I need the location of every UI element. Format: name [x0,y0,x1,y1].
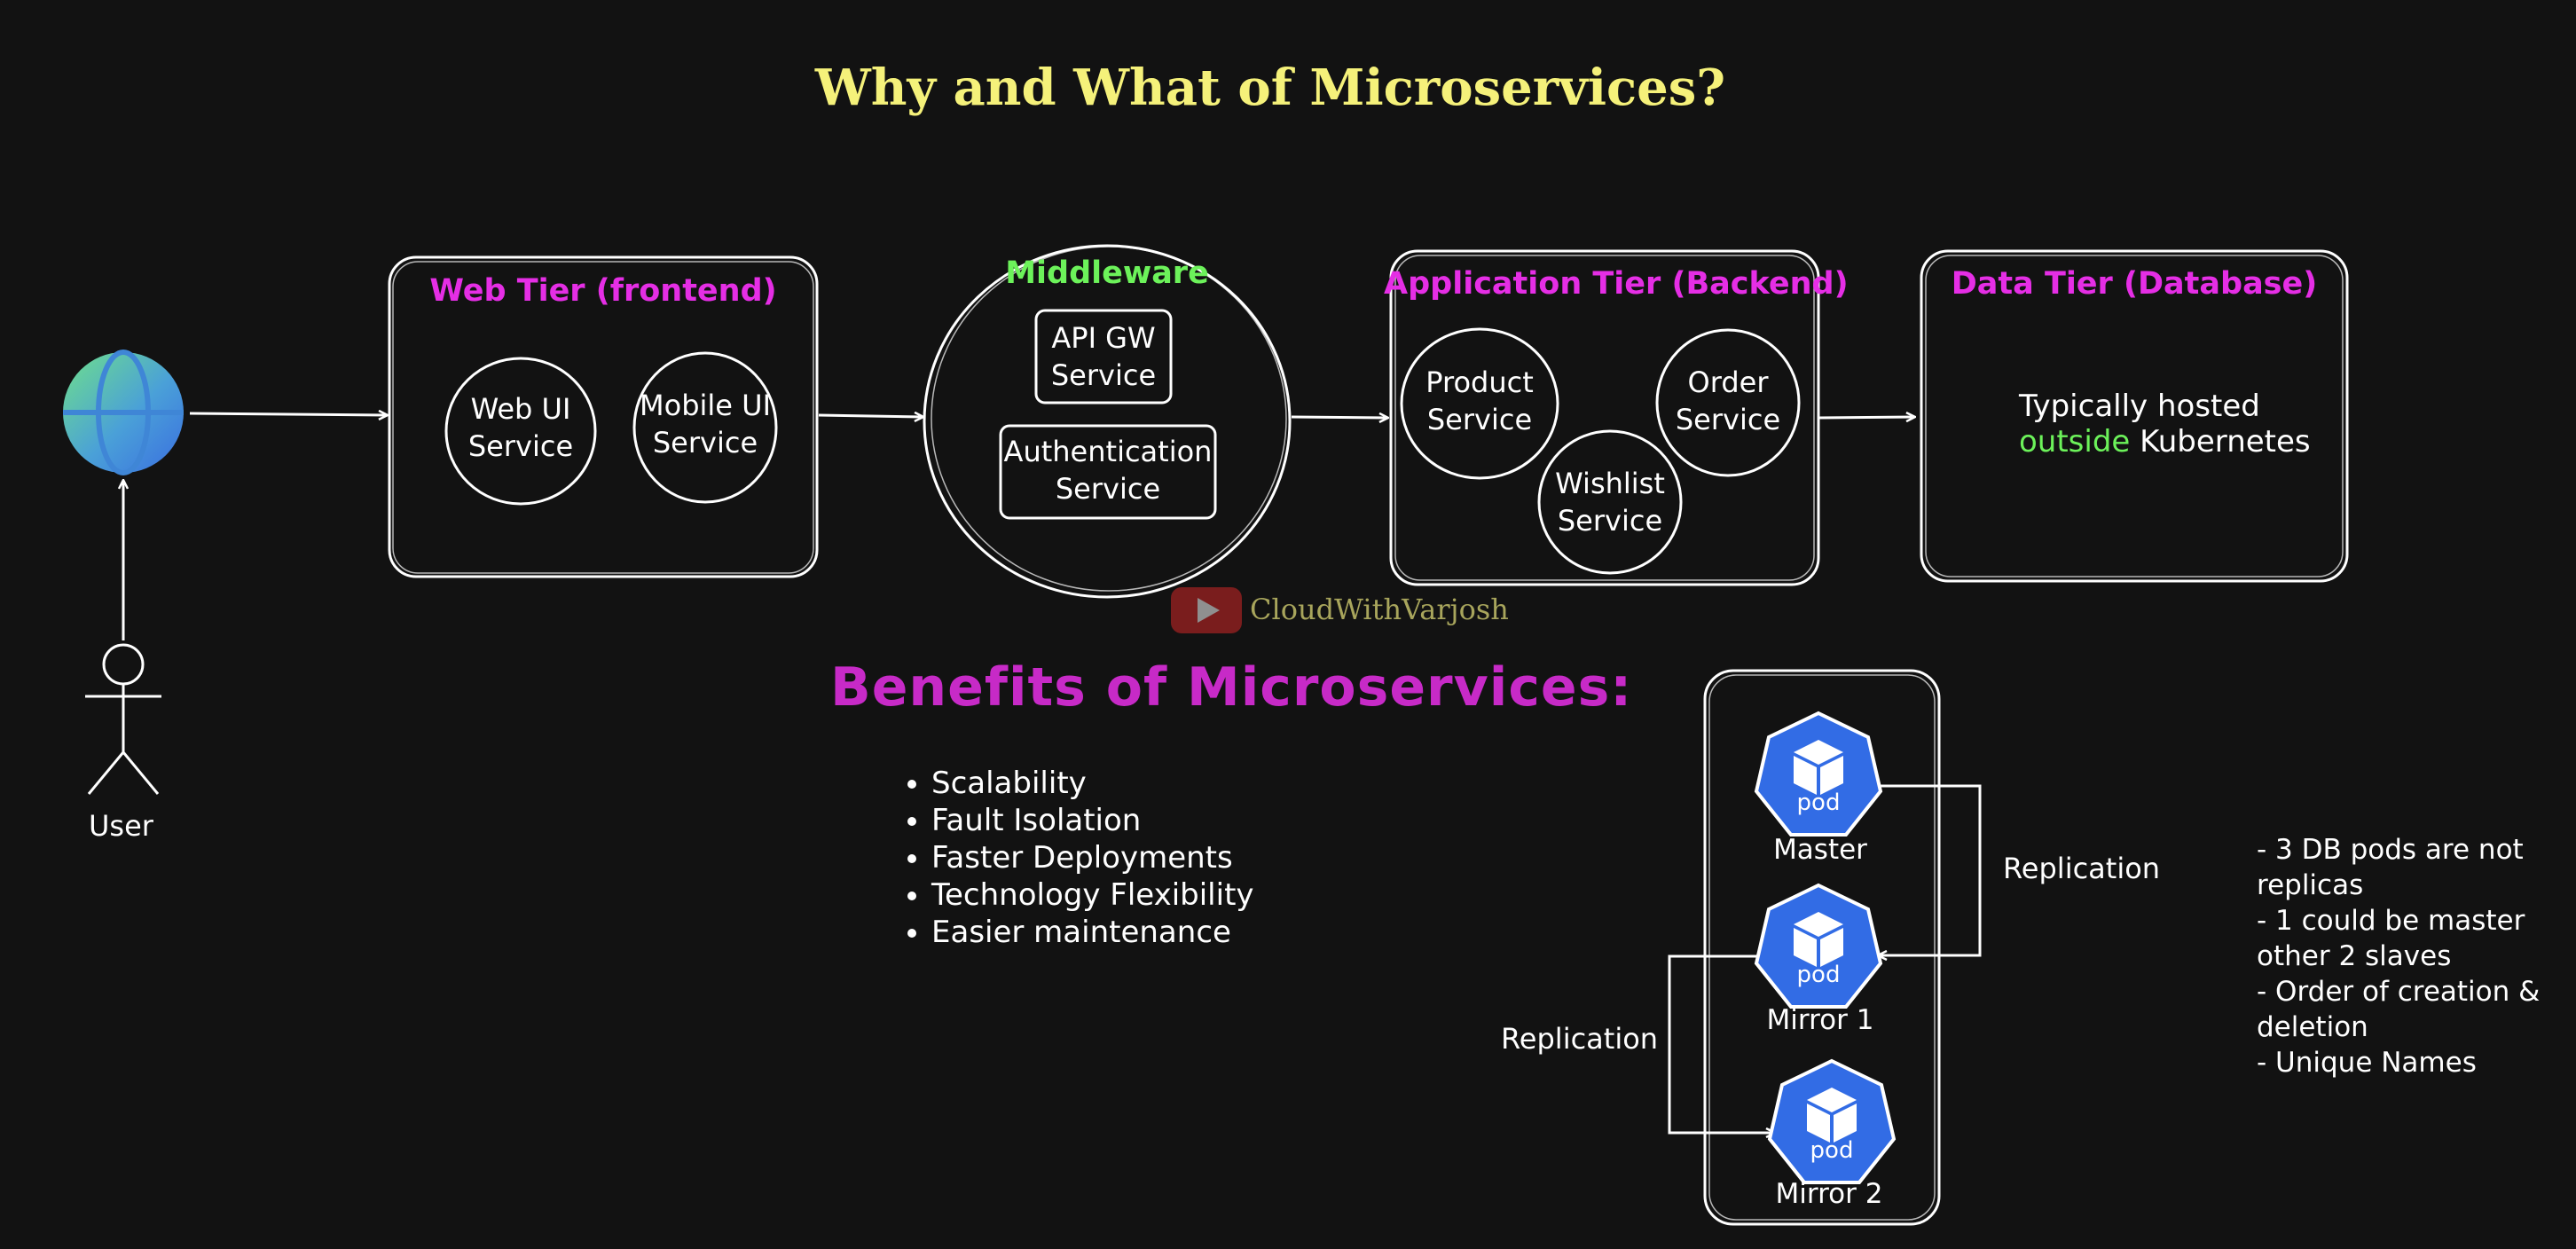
list-item: Technology Flexibility [931,876,1254,914]
list-item: Fault Isolation [931,802,1254,839]
pod-icon [1754,883,1883,1009]
watermark-text: CloudWithVarjosh [1250,593,1509,626]
db-facts-note: - 3 DB pods are not replicas - 1 could b… [2257,834,2541,1079]
user-label: User [89,809,153,843]
replication-connector-mirror1-mirror2 [1668,954,1774,1133]
mobile-ui-service-circle [632,351,778,504]
middleware-to-app-arrow [1291,417,1387,418]
replication-label: Replication [1501,1022,1659,1056]
order-service-circle [1655,328,1801,477]
pod-icon-text: pod [1796,789,1841,816]
youtube-icon [1171,587,1242,633]
app-to-data-arrow [1818,417,1914,418]
db-pods-container [1703,669,1941,1226]
web-tier-box [388,255,819,578]
pod-icon-text: pod [1810,1137,1854,1164]
product-service-circle [1400,327,1559,480]
globe-icon [63,350,184,475]
web-tier-title: Web Tier (frontend) [429,273,777,309]
user-icon [85,643,161,795]
middleware-circle [923,244,1292,599]
pod-label-mirror2: Mirror 2 [1775,1178,1883,1210]
app-tier-box [1389,249,1820,586]
data-tier-title: Data Tier (Database) [1951,266,2318,302]
pod-icon [1754,711,1883,837]
list-item: Faster Deployments [931,839,1254,876]
app-tier-title: Application Tier (Backend) [1384,266,1849,302]
pod-label-mirror1: Mirror 1 [1766,1004,1874,1036]
replication-connector-master-mirror1 [1879,784,1982,955]
list-item: Scalability [931,765,1254,802]
web-to-middleware-arrow [818,415,923,417]
benefits-title: Benefits of Microservices: [830,656,1633,719]
wishlist-service-circle [1537,429,1683,575]
api-gw-box [1034,309,1173,405]
data-tier-note: Typically hosted outside Kubernetes [2019,389,2311,460]
pod-label-master: Master [1773,834,1867,866]
web-ui-service-circle [444,357,597,506]
outside-highlight: outside [2019,424,2131,460]
middleware-title: Middleware [1005,255,1209,291]
pod-icon-text: pod [1796,962,1841,988]
benefits-list: Scalability Fault Isolation Faster Deplo… [901,765,1254,951]
globe-to-web-arrow [189,413,387,415]
data-tier-box [1920,249,2349,583]
auth-box [999,424,1217,520]
page-title: Why and What of Microservices? [814,59,1726,117]
replication-label: Replication [2003,852,2161,885]
list-item: Easier maintenance [931,914,1254,951]
pod-icon [1767,1058,1897,1184]
